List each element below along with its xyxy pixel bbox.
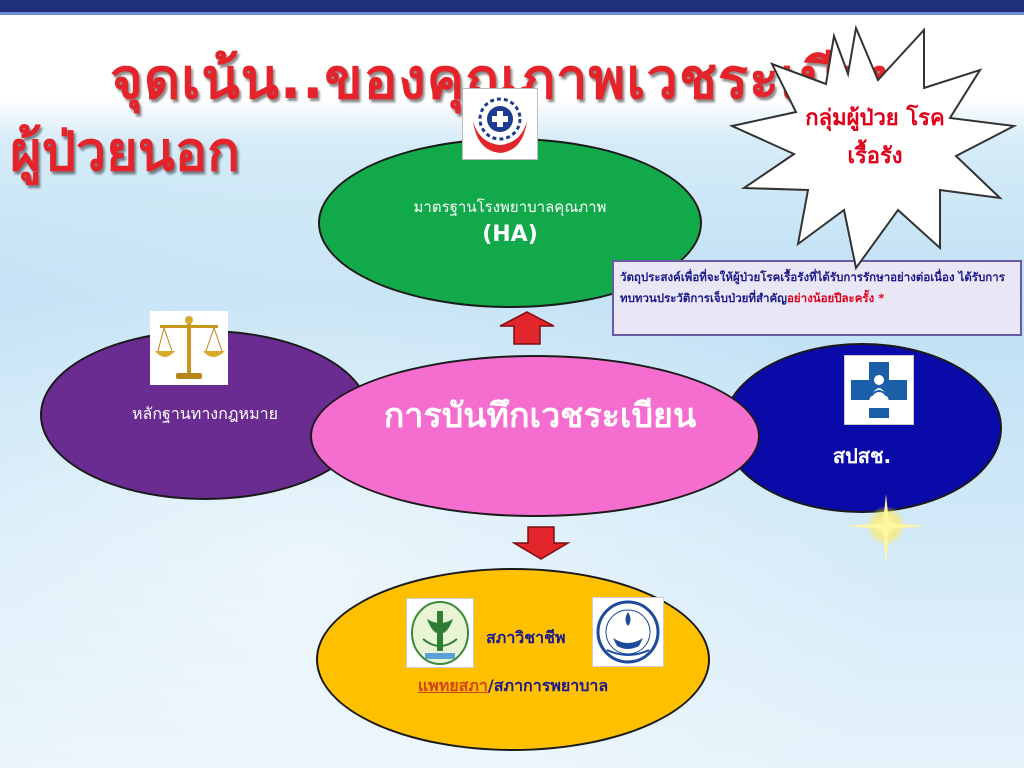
hospital-cross-logo-icon: [462, 88, 538, 160]
objective-callout-box: วัตถุประสงค์เพื่อที่จะให้ผู้ป่วยโรคเรื้อ…: [612, 260, 1022, 336]
objective-text: วัตถุประสงค์เพื่อที่จะให้ผู้ป่วยโรคเรื้อ…: [620, 270, 1005, 305]
ha-node-abbrev: (HA): [482, 222, 538, 247]
slide-title-line2: ผู้ป่วยนอก: [10, 120, 240, 183]
top-bar: [0, 0, 1024, 15]
star-callout-label: กลุ่มผู้ป่วย โรคเรื้อรัง: [805, 106, 945, 169]
nhso-cross-logo-icon: [844, 355, 914, 425]
nursing-council-text: /สภาการพยาบาล: [487, 676, 609, 695]
sparkle-decoration-icon: [846, 494, 926, 566]
council-node-sublabel: แพทยสภา/สภาการพยาบาล: [316, 674, 710, 699]
nursing-council-logo-icon: [592, 597, 664, 667]
medical-council-logo-icon: [406, 598, 474, 668]
nhso-node-label: สปสช.: [832, 444, 892, 468]
council-node-label: สภาวิชาชีพ: [486, 628, 566, 647]
scales-of-justice-icon: [150, 311, 228, 385]
chronic-patient-star-callout: [728, 24, 1018, 271]
arrow-up-to-ha: [499, 311, 555, 345]
medical-record-center-node: [310, 355, 760, 517]
center-node-label: การบันทึกเวชระเบียน: [383, 396, 697, 436]
objective-emphasis-text: อย่างน้อยปีละครั้ง *: [786, 291, 885, 305]
ha-node-label: มาตรฐานโรงพยาบาลคุณภาพ: [413, 198, 607, 216]
legal-node-label: หลักฐานทางกฎหมาย: [131, 404, 278, 423]
medical-council-link[interactable]: แพทยสภา: [417, 676, 488, 695]
arrow-down-to-council: [511, 526, 571, 560]
